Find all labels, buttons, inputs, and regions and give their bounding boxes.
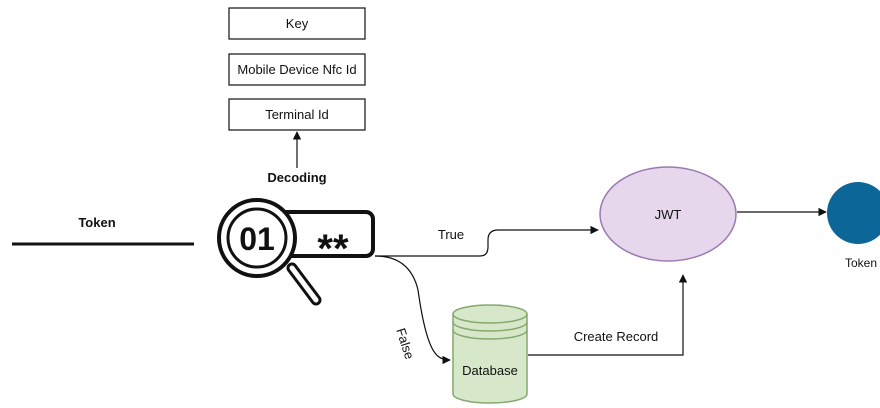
false-branch-label: False — [393, 326, 417, 361]
magnifier-binary-password-icon: 01 ** — [217, 198, 375, 306]
database-node: Database — [452, 304, 528, 404]
key-box: Key — [228, 7, 366, 40]
decoding-label: Decoding — [267, 170, 326, 185]
jwt-node: JWT — [599, 166, 737, 262]
true-branch-label: True — [438, 227, 464, 242]
decoder-digits: 01 — [239, 221, 275, 257]
jwt-label: JWT — [655, 207, 682, 222]
create-record-arrow — [528, 274, 688, 356]
token-output-circle — [827, 182, 880, 244]
decoder-mask: ** — [317, 227, 349, 271]
false-branch-arrow — [374, 255, 451, 365]
token-output-label: Token — [845, 256, 877, 270]
key-label: Key — [286, 16, 309, 31]
terminal-id-box: Terminal Id — [228, 98, 366, 131]
mobile-device-nfc-id-box: Mobile Device Nfc Id — [228, 53, 366, 86]
database-label: Database — [462, 363, 518, 378]
create-record-label: Create Record — [574, 329, 659, 344]
true-branch-arrow — [375, 225, 599, 257]
token-input-label: Token — [78, 215, 115, 230]
mobile-device-nfc-id-label: Mobile Device Nfc Id — [237, 62, 356, 77]
terminal-id-label: Terminal Id — [265, 107, 329, 122]
